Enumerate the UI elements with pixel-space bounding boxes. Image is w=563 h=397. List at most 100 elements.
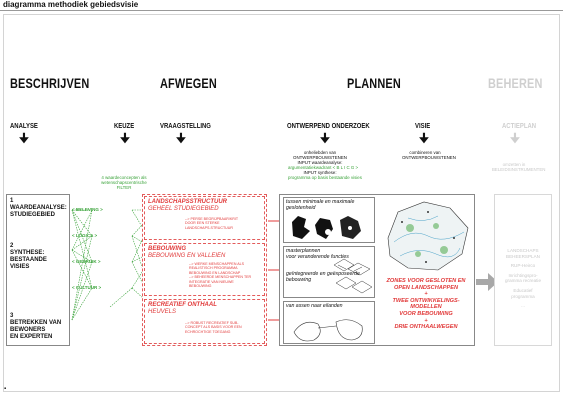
step-actieplan: ACTIEPLAN xyxy=(502,123,537,130)
phase-beschrijven: BESCHRIJVEN xyxy=(10,75,90,91)
beheren-item: LANDSCHAPS xyxy=(507,248,539,253)
analysis-item-label: VISIES xyxy=(10,264,30,270)
visie-line: TWEE ONTWIKKELINGS- xyxy=(392,297,460,304)
arrow-down-icon: 🠋 xyxy=(176,131,186,145)
afwegen-text: DOOR EEN STERKE xyxy=(185,221,220,226)
arrow-down-icon: 🠋 xyxy=(510,131,520,145)
visie-line: VOOR BEBOUWING xyxy=(399,310,453,317)
afwegen-subheading: BEBOUWING EN VALLEIEN xyxy=(148,253,226,259)
afwegen-box-landschapsstructuur: LANDSCHAPSSTRUCTUUR GEHEEL STUDIEGEBIED … xyxy=(144,196,265,240)
filter-cultuur: < CULTUUR > xyxy=(72,285,102,290)
analysis-item-2: 2 SYNTHESE: BESTAANDE VISIES xyxy=(10,243,47,271)
step-vraagstelling: VRAAGSTELLING xyxy=(160,123,211,130)
arrow-down-icon: 🠋 xyxy=(320,131,330,145)
plannen-label: bebouwing xyxy=(286,277,312,283)
analysis-item-3: 3 BETREKKEN VAN BEWONERS EN EXPERTEN xyxy=(10,313,61,341)
afwegen-text: CONCEPT ALS BASIS VOOR EEN xyxy=(185,325,242,330)
actieplan-note-line: BELEIDSINSTRUMENTEN xyxy=(492,167,546,172)
top-bar xyxy=(0,0,563,11)
ontwerpend-note-line: INPUT waardeanalyse: xyxy=(297,160,343,165)
plannen-box-geslotenheid: tussen minimale en maximale geslotenheid xyxy=(283,197,375,243)
keuze-note-line: wetenschapscentrische xyxy=(101,180,147,185)
beheren-item: programma xyxy=(511,293,535,299)
arrow-down-icon: 🠋 xyxy=(19,131,29,145)
visie-line: ZONES VOOR GESLOTEN EN xyxy=(386,278,466,284)
ontwerpend-note-line: programma op basis bestaande visies xyxy=(288,175,362,180)
afwegen-text: REALISTISCH PROGRAMMA xyxy=(189,266,238,271)
plannen-box-masterplannen: masterplannen voor veranderende functies… xyxy=(283,246,375,298)
ontwerpend-note: onheliebden van ONTWERPBOUWSTENEN INPUT … xyxy=(288,150,362,180)
afwegen-box-recreatief-onthaal: RECREATIEF ONTHAAL HEUVELS --> ROBUST RE… xyxy=(144,299,265,344)
actieplan-note: omzetten in BELEIDSINSTRUMENTEN xyxy=(492,162,546,172)
afwegen-text: LANDSCHAPS-STRUCTUUR xyxy=(185,225,233,230)
ontwerpend-note-line: onheliebden van xyxy=(303,150,337,155)
analysis-box xyxy=(6,194,70,346)
visie-note-line: ONTWERPBOUWSTENEN xyxy=(402,155,456,160)
plannen-sketch xyxy=(293,319,363,342)
afwegen-text: --> PERSE BEGRIJPBAAR/KRIT xyxy=(185,217,239,221)
visie-note: combineren van ONTWERPBOUWSTENEN xyxy=(402,150,456,160)
diagram-frame xyxy=(3,14,560,392)
phase-afwegen: AFWEGEN xyxy=(160,75,217,91)
afwegen-heading: LANDSCHAPSSTRUCTUUR xyxy=(148,199,227,205)
beheren-item: gramma recreatie xyxy=(505,278,541,284)
analysis-item-label: STUDIEGEBIED xyxy=(10,212,56,218)
beheren-item: Inrichtingspro- xyxy=(508,272,538,278)
plannen-label: voor veranderende functies xyxy=(286,254,349,260)
visie-line: DRIE ONTHAALWEGEN xyxy=(394,324,458,331)
beheren-item: BEHEERSPLAN xyxy=(506,253,540,259)
filter-beleving: < BELEVING > xyxy=(72,207,103,212)
plannen-label: geïntegreerde en geëxposeerde xyxy=(286,271,360,277)
afwegen-text: BEBOUWING EN LANDSCHAP xyxy=(189,270,241,275)
visie-line: + xyxy=(424,317,428,324)
phase-plannen: PLANNEN xyxy=(347,75,401,91)
visie-line: + xyxy=(424,291,428,298)
afwegen-heading: RECREATIEF ONTHAAL xyxy=(148,302,217,308)
beheren-items: LANDSCHAPS BEHEERSPLAN RUP-Heirco Inrich… xyxy=(494,248,552,309)
analysis-item-label: BESTAANDE xyxy=(10,257,47,263)
analysis-item-label: BETREKKEN VAN xyxy=(10,320,62,326)
step-ontwerpend-onderzoek: ONTWERPEND ONDERZOEK xyxy=(287,123,370,130)
afwegen-subheading: GEHEEL STUDIEGEBIED xyxy=(148,206,219,212)
plannen-sketch xyxy=(333,258,373,294)
analysis-item-label: WAARDEANALYSE: xyxy=(10,205,67,211)
keuze-note-line: 4 waardeconcepten als xyxy=(101,175,147,180)
beheren-item: RUP-Heirco xyxy=(510,263,536,269)
visie-line: OPEN LANDSCHAPPEN xyxy=(393,284,459,291)
page-title: diagramma methodiek gebiedsvisie xyxy=(3,0,139,9)
afwegen-text: INTEGRATIE VAN NIEUWE xyxy=(189,279,234,284)
plannen-label: van assen naar eilanden xyxy=(286,303,343,309)
ontwerpend-note-line: ONTWERPBOUWSTENEN xyxy=(293,155,347,160)
plannen-label: masterplannen xyxy=(286,248,321,254)
afwegen-text: --> BEHEERDE MENSCHAPPEN TER xyxy=(189,275,252,280)
plannen-box-assen-eilanden: van assen naar eilanden xyxy=(283,301,375,344)
actieplan-note-line: omzetten in xyxy=(502,162,526,167)
afwegen-text: --> WERKE MENSCHAPPEN ALS xyxy=(189,262,245,266)
plannen-label: geslotenheid xyxy=(286,205,316,211)
arrow-down-icon: 🠋 xyxy=(419,131,429,145)
analysis-item-label: BEWONERS xyxy=(10,327,46,333)
plannen-label: tussen minimale en maximale xyxy=(286,199,355,205)
analysis-item-1: 1 WAARDEANALYSE: STUDIEGEBIED xyxy=(10,198,67,219)
ontwerpend-note-line: INPUT synthese: xyxy=(303,170,337,175)
filter-logica: < LOGICA > xyxy=(72,233,98,238)
phase-beheren: BEHEREN xyxy=(488,75,543,91)
grey-arrow-icon xyxy=(476,273,498,291)
plannen-sketch xyxy=(292,216,361,239)
beheren-box xyxy=(494,194,552,346)
step-keuze: KEUZE xyxy=(114,123,135,130)
visie-map xyxy=(387,201,469,271)
keuze-note: 4 waardeconcepten als wetenschapscentris… xyxy=(98,175,150,190)
afwegen-heading: BEBOUWING xyxy=(148,246,186,252)
analysis-item-number: 1 xyxy=(10,198,14,204)
keuze-note-line: FILTER xyxy=(116,185,132,190)
afwegen-text: --> ROBUST RECREATIEF SUB- xyxy=(185,321,239,325)
afwegen-box-bebouwing: BEBOUWING BEBOUWING EN VALLEIEN --> WERK… xyxy=(144,243,265,296)
visie-line: MODELLEN xyxy=(410,304,442,311)
beheren-item: ... xyxy=(521,303,525,309)
afwegen-subheading: HEUVELS xyxy=(148,309,177,315)
visie-summary: ZONES VOOR GESLOTEN EN OPEN LANDSCHAPPEN… xyxy=(379,278,473,331)
afwegen-text: ECHROCHTIGE TOEGANG xyxy=(185,329,231,334)
arrow-down-icon: 🠋 xyxy=(120,131,130,145)
analysis-item-label: EN EXPERTEN xyxy=(10,334,53,340)
